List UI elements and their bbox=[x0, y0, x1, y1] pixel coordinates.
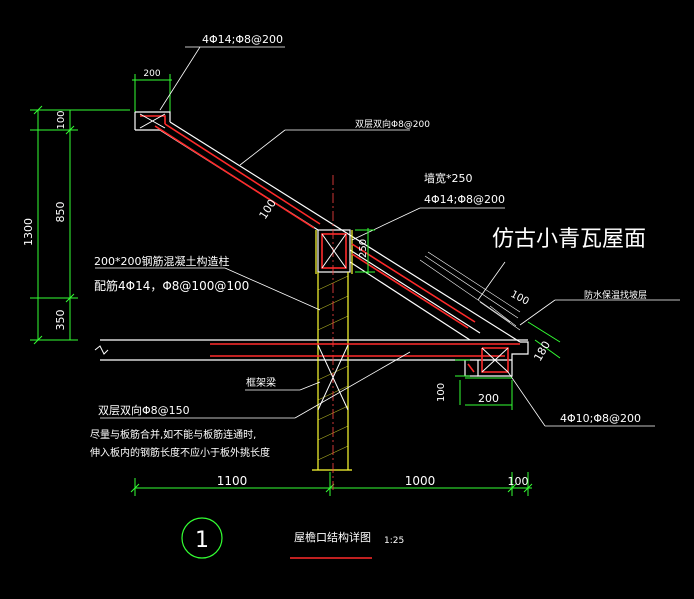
label-column-spec: 200*200钢筋混凝土构造柱 bbox=[94, 254, 230, 268]
dim-top-200: 200 bbox=[143, 69, 160, 79]
dim-total-height: 1300 bbox=[22, 218, 35, 246]
label-top-rebar: 4Φ14;Φ8@200 bbox=[202, 33, 283, 46]
label-waterproof: 防水保温找坡层 bbox=[584, 289, 647, 301]
dim-middle-height: 850 bbox=[54, 202, 67, 223]
dim-middle-width: 1000 bbox=[405, 474, 436, 488]
label-ridge-rebar: 4Φ14;Φ8@200 bbox=[424, 193, 505, 206]
label-two-layer-top: 双层双向Φ8@200 bbox=[355, 118, 430, 130]
label-column-rebar: 配筋4Φ14，Φ8@100@100 bbox=[94, 278, 249, 293]
label-note-line2: 伸入板内的钢筋长度不应小于板外挑长度 bbox=[90, 446, 270, 459]
label-dim-100-bottom: 100 bbox=[436, 383, 447, 402]
x-marks bbox=[139, 113, 509, 411]
dim-bottom-height: 350 bbox=[54, 310, 67, 331]
label-frame-beam: 框架梁 bbox=[246, 376, 276, 389]
label-roof-material: 仿古小青瓦屋面 bbox=[492, 227, 646, 252]
top-200-dimension bbox=[132, 74, 172, 112]
drawing-scale: 1:25 bbox=[384, 536, 404, 546]
slab-break-symbol bbox=[94, 345, 109, 355]
label-note-line1: 尽量与板筋合并,如不能与板筋连通时, bbox=[90, 428, 256, 441]
label-two-layer-bottom: 双层双向Φ8@150 bbox=[98, 403, 190, 417]
structural-column bbox=[312, 230, 353, 471]
dim-left-width: 1100 bbox=[217, 474, 248, 488]
dim-top-height: 100 bbox=[56, 110, 67, 129]
detail-number: 1 bbox=[195, 528, 209, 553]
roof-tile-layer bbox=[419, 251, 521, 331]
concrete-outline bbox=[100, 111, 529, 377]
label-eave-rebar: 4Φ10;Φ8@200 bbox=[560, 412, 641, 425]
detail-number-circle bbox=[181, 517, 223, 559]
rebar-lines bbox=[140, 115, 520, 373]
leader-lines bbox=[95, 46, 680, 427]
dim-right-width: 100 bbox=[508, 475, 529, 488]
label-dim-200-bottom: 200 bbox=[478, 392, 499, 405]
label-dim-100-right: 100 bbox=[509, 289, 531, 308]
horizontal-dimension-group bbox=[130, 472, 533, 496]
vertical-dimension-group bbox=[30, 105, 130, 345]
drawing-title: 屋檐口结构详图 bbox=[294, 530, 371, 544]
eave-small-dims bbox=[355, 228, 561, 410]
label-wall-width: 墙宽*250 bbox=[424, 171, 473, 185]
label-dim-250: 250 bbox=[358, 239, 369, 258]
label-slab-thickness-upper: 100 bbox=[257, 197, 279, 222]
